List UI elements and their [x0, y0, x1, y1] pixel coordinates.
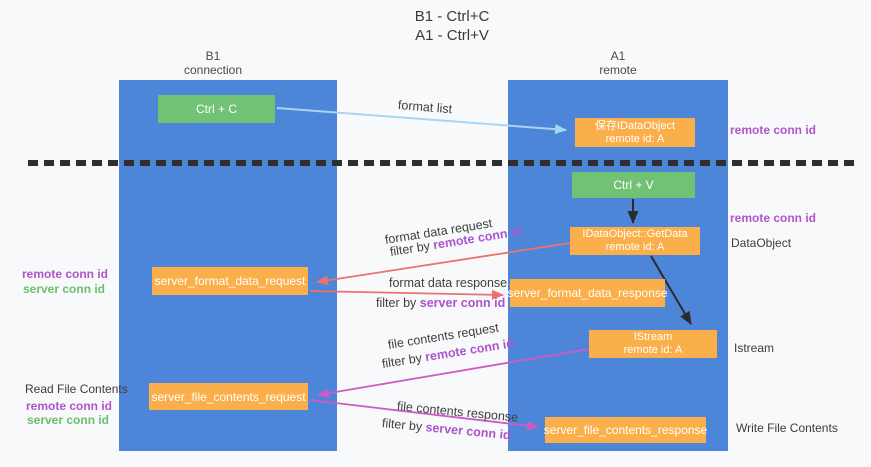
server-file-contents-request-box: server_file_contents_request: [149, 383, 308, 410]
save-idataobject-box: 保存IDataObject remote id: A: [575, 118, 695, 147]
server-file-contents-request-label: server_file_contents_request: [151, 389, 306, 404]
write-file-contents-label: Write File Contents: [736, 421, 838, 435]
left-remote-conn-id-label-2: remote conn id: [26, 399, 113, 413]
lifeline-header-a1: A1 remote: [558, 49, 678, 77]
file-contents-request-arrow: [317, 348, 590, 399]
ctrl-v-box: Ctrl + V: [572, 172, 695, 198]
left-server-conn-id-label-2: server conn id: [26, 413, 110, 427]
getdata-box: IDataObject::GetData remote id: A: [570, 227, 700, 255]
left-remote-conn-id-label-1: remote conn id: [22, 267, 109, 281]
filter-by-text: filter by: [376, 296, 417, 310]
read-file-contents-label: Read File Contents: [25, 382, 128, 396]
file-contents-response-arrow: [309, 399, 539, 431]
istream-box: IStream remote id: A: [589, 330, 717, 358]
istream-label: Istream: [734, 341, 775, 355]
dataobject-label: DataObject: [731, 236, 792, 250]
ctrl-v-label: Ctrl + V: [613, 178, 654, 192]
server-format-data-request-label: server_format_data_request: [154, 274, 306, 288]
getdata-line1: IDataObject::GetData: [582, 228, 688, 240]
format-list-arrow: [276, 107, 567, 135]
title-line-1: B1 - Ctrl+C: [414, 8, 490, 25]
save-idataobject-line1: 保存IDataObject: [594, 119, 676, 132]
server-format-data-request-box: server_format_data_request: [152, 267, 308, 295]
format-data-request-arrow: [316, 242, 571, 286]
save-idataobject-line2: remote id: A: [605, 132, 665, 145]
lifeline-b1-name: B1: [205, 49, 221, 63]
right-remote-conn-id-label-2: remote conn id: [730, 211, 817, 225]
title-line-2: A1 - Ctrl+V: [415, 27, 489, 44]
getdata-line2: remote id: A: [605, 241, 665, 253]
server-file-contents-response-label: server_file_contents_response: [543, 423, 708, 437]
server-file-contents-response-box: server_file_contents_response: [543, 417, 708, 443]
server-conn-id-text: server conn id: [419, 296, 506, 310]
ctrl-c-label: Ctrl + C: [195, 102, 237, 116]
server-format-data-response-label: server_format_data_response: [507, 286, 668, 300]
lifeline-a1-role: remote: [599, 63, 637, 77]
format-data-response-arrow: [309, 289, 504, 300]
istream-line2: remote id: A: [623, 344, 683, 356]
diagram-title: B1 - Ctrl+C A1 - Ctrl+V: [372, 7, 532, 45]
filter-by-server-conn-id-annotation-1: filter by server conn id: [376, 296, 505, 310]
server-format-data-response-box: server_format_data_response: [507, 279, 668, 307]
istream-line1: IStream: [633, 331, 673, 343]
format-data-response-annotation: format data response: [389, 276, 508, 290]
left-server-conn-id-label-1: server conn id: [22, 282, 106, 296]
ctrl-c-box: Ctrl + C: [158, 95, 275, 123]
lifeline-header-b1: B1 connection: [153, 49, 273, 77]
lifeline-a1-name: A1: [610, 49, 626, 63]
getdata-to-istream-arrow: [650, 255, 692, 325]
lifeline-b1-role: connection: [183, 63, 243, 77]
right-remote-conn-id-label-1: remote conn id: [730, 123, 817, 137]
